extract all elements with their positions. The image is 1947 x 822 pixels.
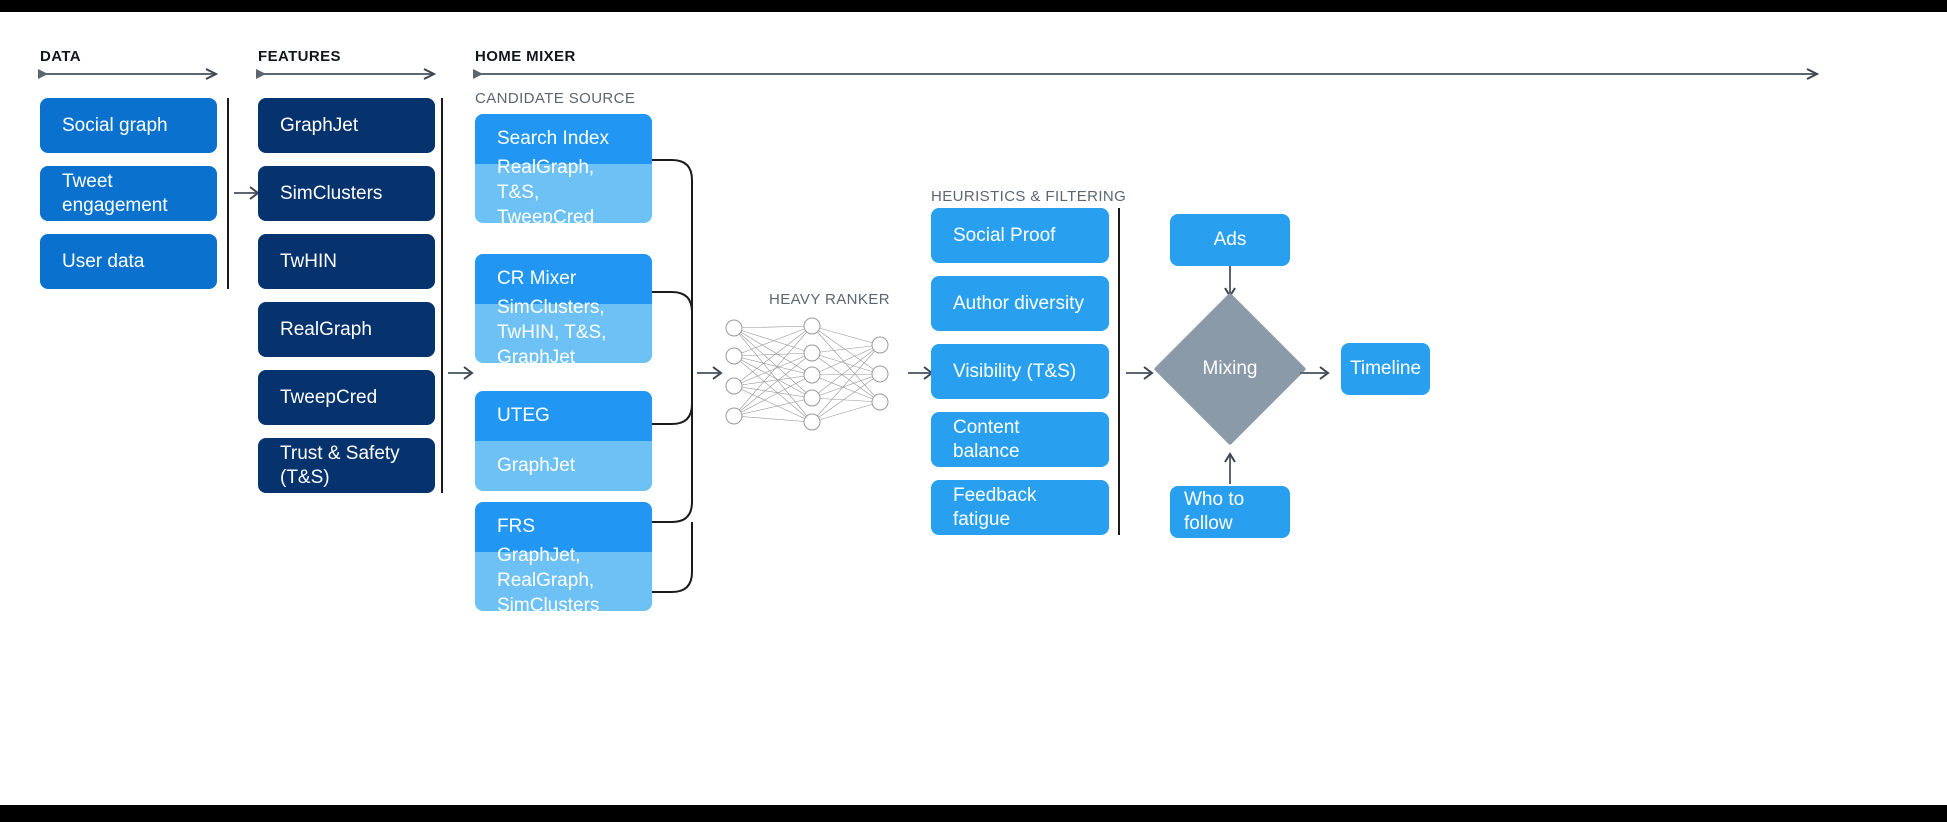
arrow-wtf-to-mixing	[1224, 452, 1236, 484]
candidate-source-features: SimClusters, TwHIN, T&S, GraphJet	[475, 297, 652, 363]
data-box-tweet-engagement[interactable]: Tweet engagement	[40, 166, 217, 221]
data-box-social-graph[interactable]: Social graph	[40, 98, 217, 153]
diagram-canvas: DATA Social graph Tweet engagement User …	[0, 12, 1947, 805]
candidate-source-frs[interactable]: FRS GraphJet, RealGraph, SimClusters	[475, 502, 652, 611]
candidate-source-name: FRS	[475, 502, 652, 552]
heuristic-box-label: Social Proof	[953, 224, 1056, 246]
output-box-label: Timeline	[1349, 358, 1422, 380]
data-box-label: Social graph	[62, 114, 168, 136]
arrow-candidates-to-ranker	[697, 366, 723, 380]
heuristic-box-visibility[interactable]: Visibility (T&S)	[931, 344, 1109, 399]
candidate-source-connector-frs	[652, 550, 693, 593]
feature-box-twhin[interactable]: TwHIN	[258, 234, 435, 289]
divider-features-homemixer	[441, 98, 443, 493]
heavy-ranker-network	[725, 317, 889, 431]
data-box-user-data[interactable]: User data	[40, 234, 217, 289]
feature-box-trust-safety[interactable]: Trust & Safety (T&S)	[258, 438, 435, 493]
candidate-source-uteg[interactable]: UTEG GraphJet	[475, 391, 652, 491]
output-box-label: Ads	[1213, 229, 1247, 251]
feature-box-label: Trust & Safety (T&S)	[280, 442, 400, 488]
features-axis-arrow	[256, 68, 437, 80]
candidate-source-search-index[interactable]: Search Index RealGraph, T&S, TweepCred	[475, 114, 652, 223]
feature-box-realgraph[interactable]: RealGraph	[258, 302, 435, 357]
feature-box-label: RealGraph	[280, 318, 372, 340]
feature-box-simclusters[interactable]: SimClusters	[258, 166, 435, 221]
candidate-source-name: CR Mixer	[475, 254, 652, 304]
section-title-data: DATA	[40, 48, 82, 65]
heuristic-box-social-proof[interactable]: Social Proof	[931, 208, 1109, 263]
feature-box-label: TweepCred	[280, 386, 378, 408]
feature-box-tweepcred[interactable]: TweepCred	[258, 370, 435, 425]
arrow-features-to-candidates	[448, 366, 474, 380]
candidate-source-features: GraphJet	[475, 441, 652, 491]
data-box-label: User data	[62, 250, 145, 272]
data-box-label: Tweet engagement	[62, 170, 168, 216]
heuristic-box-feedback-fatigue[interactable]: Feedback fatigue	[931, 480, 1109, 535]
feature-box-label: SimClusters	[280, 182, 383, 204]
candidate-source-name: UTEG	[475, 391, 652, 441]
arrow-mixing-to-timeline	[1300, 366, 1330, 380]
heuristic-box-author-diversity[interactable]: Author diversity	[931, 276, 1109, 331]
heuristic-box-label: Content balance	[953, 416, 1020, 462]
arrow-heuristics-to-mixing	[1126, 366, 1154, 380]
feature-box-label: TwHIN	[280, 250, 337, 272]
divider-data-features	[227, 98, 229, 289]
section-title-candidate-source: CANDIDATE SOURCE	[475, 90, 636, 107]
output-box-ads[interactable]: Ads	[1170, 214, 1290, 266]
output-box-timeline[interactable]: Timeline	[1341, 343, 1430, 395]
feature-box-graphjet[interactable]: GraphJet	[258, 98, 435, 153]
heuristic-box-label: Author diversity	[953, 292, 1084, 314]
candidate-source-features: GraphJet, RealGraph, SimClusters	[475, 545, 652, 611]
heuristic-box-label: Visibility (T&S)	[953, 360, 1077, 382]
data-axis-arrow	[38, 68, 219, 80]
mixing-label: Mixing	[1202, 358, 1258, 379]
candidate-source-features: RealGraph, T&S, TweepCred	[475, 157, 652, 223]
divider-heuristics-output	[1118, 208, 1120, 535]
candidate-source-cr-mixer[interactable]: CR Mixer SimClusters, TwHIN, T&S, GraphJ…	[475, 254, 652, 363]
output-box-label: Who to follow	[1184, 489, 1245, 534]
home-mixer-axis-arrow	[473, 68, 1820, 80]
heuristic-box-content-balance[interactable]: Content balance	[931, 412, 1109, 467]
section-title-home-mixer: HOME MIXER	[475, 48, 576, 65]
section-title-heavy-ranker: HEAVY RANKER	[769, 291, 890, 308]
output-box-who-to-follow[interactable]: Who to follow	[1170, 486, 1290, 538]
heuristic-box-label: Feedback fatigue	[953, 484, 1037, 530]
candidate-source-name: Search Index	[475, 114, 652, 164]
section-title-features: FEATURES	[258, 48, 341, 65]
section-title-heuristics: HEURISTICS & FILTERING	[931, 188, 1127, 205]
feature-box-label: GraphJet	[280, 114, 359, 136]
candidate-source-connector-bus	[652, 159, 693, 550]
